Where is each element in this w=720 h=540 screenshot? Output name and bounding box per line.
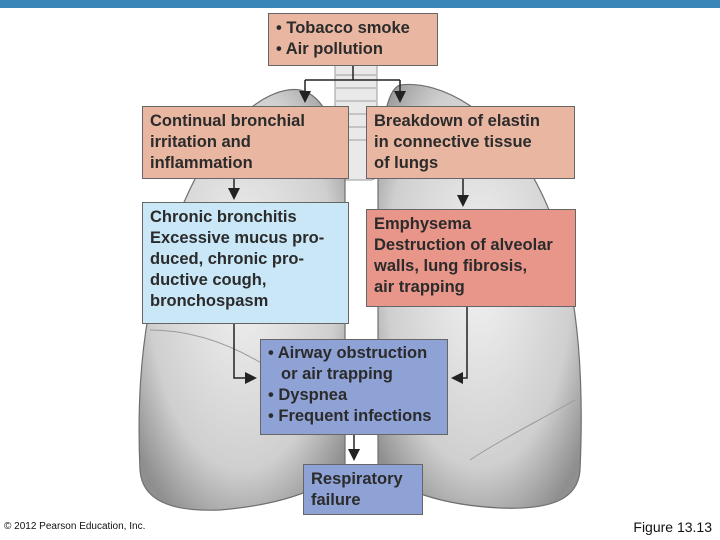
effect-air-trapping: or air trapping <box>281 365 393 383</box>
effect-dyspnea: • Dyspnea <box>268 386 348 404</box>
box-text-line: Chronic bronchitis <box>150 208 297 226</box>
box-text-line: Excessive mucus pro- <box>150 229 325 247</box>
box-text-line: ductive cough, <box>150 271 267 289</box>
copyright-notice: © 2012 Pearson Education, Inc. <box>4 521 146 532</box>
cause-air-pollution: • Air pollution <box>276 40 383 58</box>
box-text-line: Emphysema <box>374 215 472 233</box>
box-text-line: irritation and <box>150 133 251 151</box>
box-text-line: inflammation <box>150 154 253 172</box>
cause-tobacco: • Tobacco smoke <box>276 19 410 37</box>
effect-airway-obstruction: • Airway obstruction <box>268 344 428 362</box>
box-text-line: Breakdown of elastin <box>374 112 540 130</box>
elastin-breakdown-box: Breakdown of elastin in connective tissu… <box>366 106 575 179</box>
box-text-line: Continual bronchial <box>150 112 305 130</box>
respiratory-failure-box: Respiratory failure <box>303 464 423 515</box>
causes-box: • Tobacco smoke • Air pollution <box>268 13 438 66</box>
box-text-line: Destruction of alveolar <box>374 236 553 254</box>
top-accent-bar <box>0 0 720 8</box>
figure-label: Figure 13.13 <box>633 519 712 535</box>
effects-box: • Airway obstruction or air trapping • D… <box>260 339 448 435</box>
box-text-line: air trapping <box>374 278 465 296</box>
bronchial-irritation-box: Continual bronchial irritation and infla… <box>142 106 349 179</box>
chronic-bronchitis-box: Chronic bronchitis Excessive mucus pro- … <box>142 202 349 324</box>
box-text-line: in connective tissue <box>374 133 532 151</box>
box-text-line: duced, chronic pro- <box>150 250 305 268</box>
emphysema-box: Emphysema Destruction of alveolar walls,… <box>366 209 576 307</box>
box-text-line: of lungs <box>374 154 439 172</box>
box-text-line: walls, lung fibrosis, <box>374 257 528 275</box>
box-text-line: bronchospasm <box>150 292 269 310</box>
effect-infections: • Frequent infections <box>268 407 432 425</box>
box-text-line: failure <box>311 491 361 509</box>
box-text-line: Respiratory <box>311 470 403 488</box>
